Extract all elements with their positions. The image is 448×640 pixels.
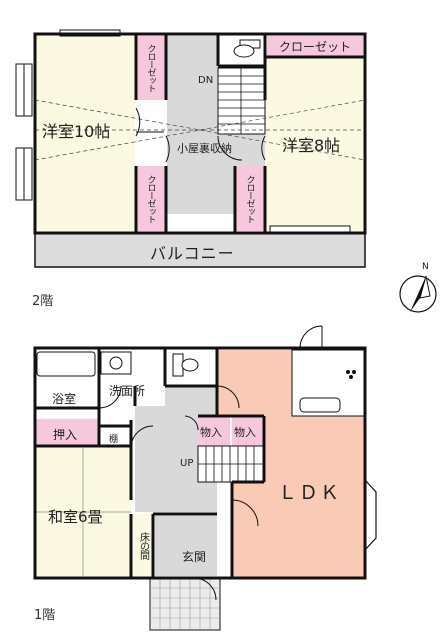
stove-burners xyxy=(346,370,356,379)
storage-mid-1-label: 物入 xyxy=(200,426,222,439)
ldk-label: ＬＤＫ xyxy=(278,482,342,504)
floor-plan-2f-drawing xyxy=(15,29,367,268)
walls-2f xyxy=(33,32,367,235)
doors-2f xyxy=(135,107,266,163)
closet-bottom-left-fill xyxy=(137,166,165,231)
washroom-label: 洗面所 xyxy=(109,384,146,398)
shelf-fill xyxy=(99,428,131,446)
western-room-8-label: 洋室8帖 xyxy=(282,136,341,155)
floor-2-label: 2階 xyxy=(32,294,54,309)
closet-bottom-right-fill xyxy=(235,166,265,231)
entrance-fill xyxy=(155,516,217,576)
floor-1-label: 1階 xyxy=(34,608,56,623)
tatami-lines xyxy=(35,448,131,576)
compass-graphic xyxy=(399,275,437,313)
walls-1f xyxy=(33,346,367,580)
closet-top-right-fill xyxy=(267,36,363,56)
stairs-1f-treads xyxy=(198,446,264,482)
closet-bottom-right-label: クローゼット xyxy=(244,174,255,223)
bathtub xyxy=(36,351,96,377)
bay-window xyxy=(364,479,377,551)
floor-plan-1f-drawing xyxy=(33,325,377,631)
roof-slope-lines xyxy=(34,99,366,161)
storage-mid-2-label: 物入 xyxy=(234,426,256,439)
stair-dn-label: DN xyxy=(198,75,214,86)
western-room-8-fill xyxy=(265,58,365,231)
western-room-10-fill xyxy=(35,36,135,231)
storage-left-label: 押入 xyxy=(53,428,78,442)
tokonoma-label: 床の間 xyxy=(137,531,149,559)
entrance-label: 玄関 xyxy=(182,550,207,564)
storage-left-fill xyxy=(35,419,99,446)
storage-mid-2-fill xyxy=(232,416,264,446)
tokonoma-fill xyxy=(133,514,153,576)
toilet-1f-bowl xyxy=(181,358,199,372)
attic-storage-label: 小屋裏収納 xyxy=(177,142,232,155)
bath-label: 浴室 xyxy=(52,392,77,406)
compass-north-label: N xyxy=(422,262,429,272)
shelf-label: 棚 xyxy=(109,435,119,445)
porch xyxy=(149,577,221,631)
closet-top-left-fill xyxy=(137,36,165,100)
balcony-fill xyxy=(34,232,366,268)
closet-top-right-label: クローゼット xyxy=(278,39,351,54)
storage-mid-1-fill xyxy=(198,416,230,446)
closet-top-left-label: クローゼット xyxy=(145,44,156,92)
stair-up-label: UP xyxy=(180,458,194,469)
kitchen-sink xyxy=(299,397,341,413)
balcony-label: バルコニー xyxy=(150,244,235,263)
stairs-2f xyxy=(217,67,266,135)
closet-bottom-left-label: クローゼット xyxy=(145,174,156,223)
toilet-2f-bowl xyxy=(233,44,255,58)
wash-basin-bowl xyxy=(109,356,123,370)
japanese-room-label: 和室6畳 xyxy=(48,508,103,526)
western-room-10-label: 洋室10帖 xyxy=(42,122,111,141)
doors-1f xyxy=(98,325,323,601)
stairs-2f-treads xyxy=(218,68,265,134)
